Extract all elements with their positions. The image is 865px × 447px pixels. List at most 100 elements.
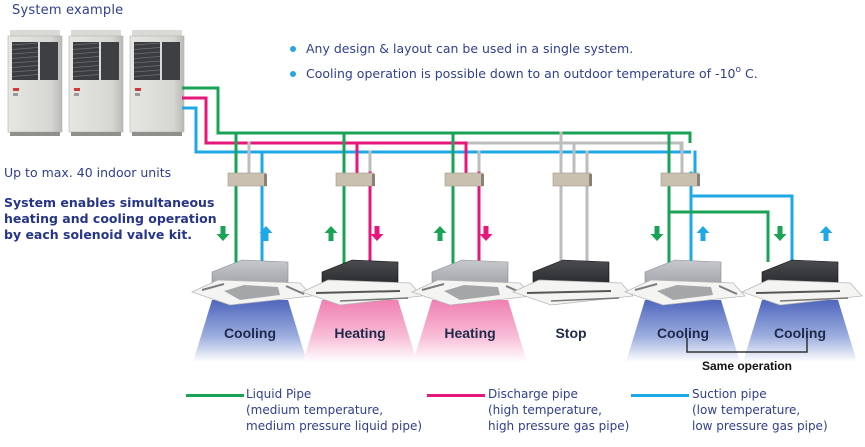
indoor-cassette-unit — [741, 259, 863, 306]
indoor-cassette-unit — [512, 259, 634, 306]
grille-slat — [11, 65, 39, 68]
air-louver — [315, 290, 401, 294]
grille-slat — [11, 42, 39, 46]
grille-slat — [72, 51, 100, 55]
bullet-icon — [290, 71, 296, 77]
air-louver — [285, 285, 305, 295]
suction-main-pipe — [182, 106, 691, 154]
discharge-main-pipe — [182, 96, 467, 145]
valve-kit-shadow — [697, 174, 700, 186]
outdoor-base — [71, 132, 121, 136]
indoor-cassette-unit — [624, 259, 746, 306]
legend-desc: high pressure gas pipe) — [488, 419, 630, 433]
unit-mode-label: Heating — [334, 325, 385, 341]
outdoor-unit — [129, 30, 185, 136]
outdoor-base — [10, 132, 60, 136]
grille-slat — [72, 60, 100, 64]
indoor-cassette-unit — [411, 259, 533, 306]
air-louver — [779, 297, 849, 302]
simultaneous-operation-note: System enables simultaneous heating and … — [4, 195, 217, 242]
legend-discharge: Discharge pipe (high temperature, high p… — [488, 386, 629, 434]
arrow-down-icon — [773, 226, 787, 241]
heating-airflow-cone — [303, 300, 417, 362]
suction-pipe-swatch — [631, 394, 689, 397]
arrow-up-icon — [259, 226, 273, 241]
air-flow-cones — [193, 300, 857, 362]
grille-slat — [133, 60, 161, 64]
grille-slat — [72, 69, 100, 73]
valve-kit-shadow — [264, 174, 267, 186]
indoor-cassette-unit — [191, 259, 313, 306]
legend-liquid: Liquid Pipe (medium temperature, medium … — [246, 386, 422, 434]
grille-slat — [133, 56, 161, 59]
brand-logo — [74, 88, 80, 91]
arrow-down-icon — [216, 226, 230, 241]
grille-slat — [11, 60, 39, 64]
legend-desc: low pressure gas pipe) — [692, 419, 828, 433]
air-louver — [339, 297, 409, 302]
refrigerant-pipes — [182, 86, 794, 264]
air-louver — [634, 283, 658, 291]
outdoor-top-fan — [71, 30, 121, 36]
arrow-up-icon — [819, 226, 833, 241]
legend-suction: Suction pipe (low temperature, low press… — [692, 386, 828, 434]
feature-item: Cooling operation is possible down to an… — [288, 61, 758, 86]
unit-mode-label: Stop — [555, 325, 586, 341]
grille-slat — [72, 47, 100, 50]
outdoor-side-grille — [101, 42, 119, 80]
grille-slat — [72, 65, 100, 68]
solenoid-valve-kit — [227, 172, 267, 187]
arrow-down-icon — [370, 226, 384, 241]
liquid-main-pipe — [182, 86, 692, 143]
legend-desc: (high temperature, — [488, 403, 602, 417]
valve-kit-shadow — [372, 174, 375, 186]
feature-text: Cooling operation is possible down to an… — [306, 65, 758, 81]
outdoor-unit — [68, 30, 124, 136]
model-badge — [135, 93, 140, 96]
outdoor-side-grille — [162, 42, 180, 80]
cassette-grille — [444, 285, 500, 300]
arrow-up-icon — [433, 226, 447, 241]
grille-slat — [72, 42, 100, 46]
outdoor-top-fan — [10, 30, 60, 36]
grille-slat — [72, 56, 100, 59]
valve-kit-shadow — [589, 174, 592, 186]
model-badge — [13, 93, 18, 96]
solenoid-valve-kit — [552, 172, 592, 187]
heating-airflow-cone — [413, 300, 527, 362]
arrow-up-icon — [696, 226, 710, 241]
outdoor-base — [132, 132, 182, 136]
feature-list: Any design & layout can be used in a sin… — [288, 36, 758, 86]
cassette-grille — [657, 285, 713, 300]
legend-title: Suction pipe — [692, 387, 767, 401]
bullet-icon — [290, 46, 296, 52]
legend-title: Liquid Pipe — [246, 387, 312, 401]
cooling-airflow-cone — [743, 300, 857, 362]
suction-drop-pipe — [691, 194, 794, 262]
grille-slat — [133, 74, 161, 77]
model-badge — [74, 93, 79, 96]
grille-slat — [133, 42, 161, 46]
flow-arrows — [216, 226, 833, 241]
grille-slat — [72, 74, 100, 77]
arrow-down-icon — [650, 226, 664, 241]
valve-kit-shadow — [481, 174, 484, 186]
grille-slat — [11, 56, 39, 59]
outdoor-side-grille — [40, 42, 58, 80]
air-louver — [718, 285, 738, 295]
grille-slat — [11, 47, 39, 50]
grille-slat — [133, 47, 161, 50]
diagram-title: System example — [12, 3, 124, 18]
outdoor-top-fan — [132, 30, 182, 36]
brand-logo — [13, 88, 19, 91]
grille-slat — [133, 65, 161, 68]
unit-mode-label: Heating — [444, 325, 495, 341]
grille-slat — [11, 69, 39, 73]
arrow-up-icon — [324, 226, 338, 241]
solenoid-valve-kits — [227, 172, 700, 187]
air-louver — [526, 290, 612, 294]
grille-slat — [11, 74, 39, 77]
cooling-airflow-cone — [626, 300, 740, 362]
